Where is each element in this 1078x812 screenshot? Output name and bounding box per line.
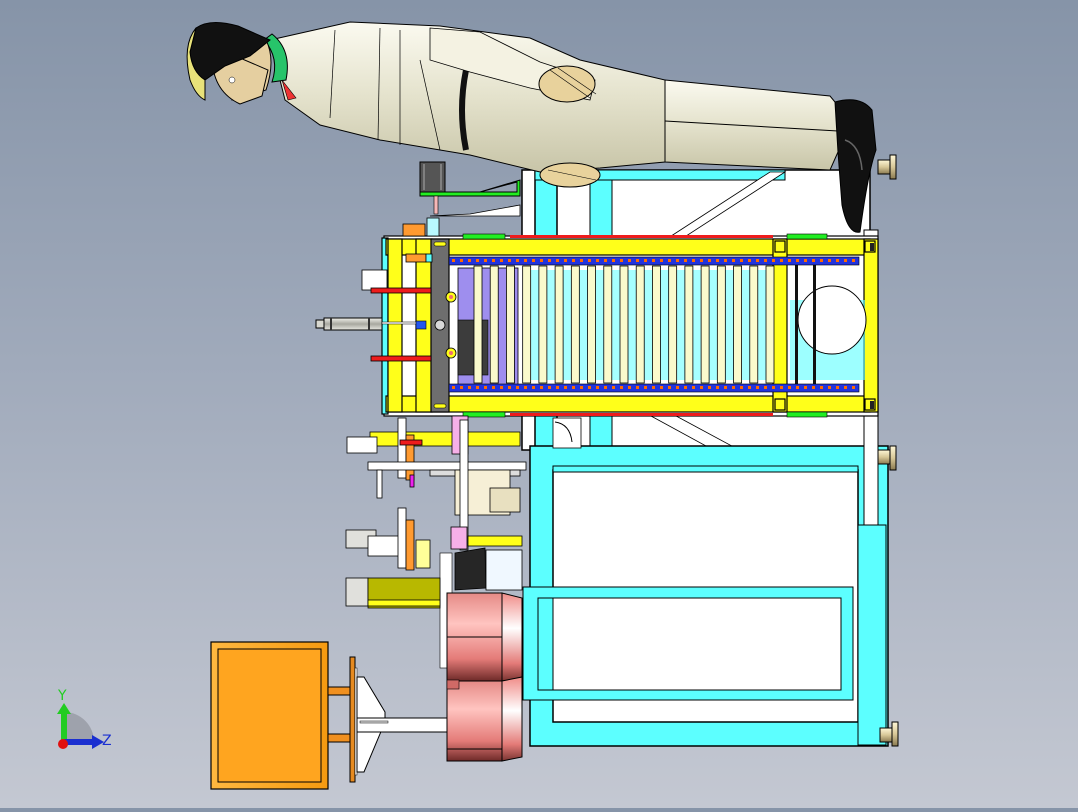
- pink-tank-lower[interactable]: [446, 676, 523, 762]
- slat: [733, 265, 742, 384]
- slat: [473, 265, 483, 384]
- slat: [554, 265, 564, 384]
- z-axis-label: Z: [102, 733, 112, 749]
- leveling-foot-icon: [879, 721, 899, 747]
- slat: [765, 265, 775, 384]
- x-axis-origin-icon: [58, 739, 68, 749]
- conveyor-chain: [448, 256, 860, 393]
- middle-mechanism: [345, 415, 527, 669]
- slat-array: [473, 265, 775, 384]
- slat: [522, 265, 532, 384]
- slat: [684, 265, 694, 384]
- y-axis-label: Y: [57, 688, 67, 704]
- slat: [700, 265, 710, 384]
- pneumatic-cylinder[interactable]: [315, 317, 427, 331]
- slat: [635, 265, 645, 384]
- leveling-foot-icon: [877, 154, 897, 180]
- stepper-motor[interactable]: [402, 161, 521, 237]
- slat: [619, 265, 629, 384]
- slat: [603, 265, 613, 384]
- slat: [587, 265, 596, 384]
- side-rail-components: [361, 253, 433, 362]
- mannequin-human-scale-reference: [186, 21, 877, 233]
- pink-tank-upper[interactable]: [446, 592, 523, 682]
- y-axis-arrow-icon: [61, 712, 67, 742]
- slat: [489, 265, 499, 384]
- slat: [538, 265, 548, 384]
- slat: [716, 265, 726, 384]
- hand-icon: [538, 65, 597, 103]
- control-box-mount-arm: [327, 656, 448, 783]
- slat: [668, 265, 678, 384]
- z-axis-arrow-icon: [64, 739, 94, 745]
- slat: [749, 265, 759, 384]
- slat: [570, 265, 580, 384]
- slat: [652, 265, 661, 384]
- slat: [506, 265, 515, 384]
- view-orientation-triad[interactable]: Y Z: [57, 688, 112, 749]
- leveling-feet: [877, 154, 899, 747]
- hand-icon: [539, 162, 601, 188]
- control-box-panel[interactable]: [210, 641, 329, 790]
- leveling-foot-icon: [877, 445, 897, 471]
